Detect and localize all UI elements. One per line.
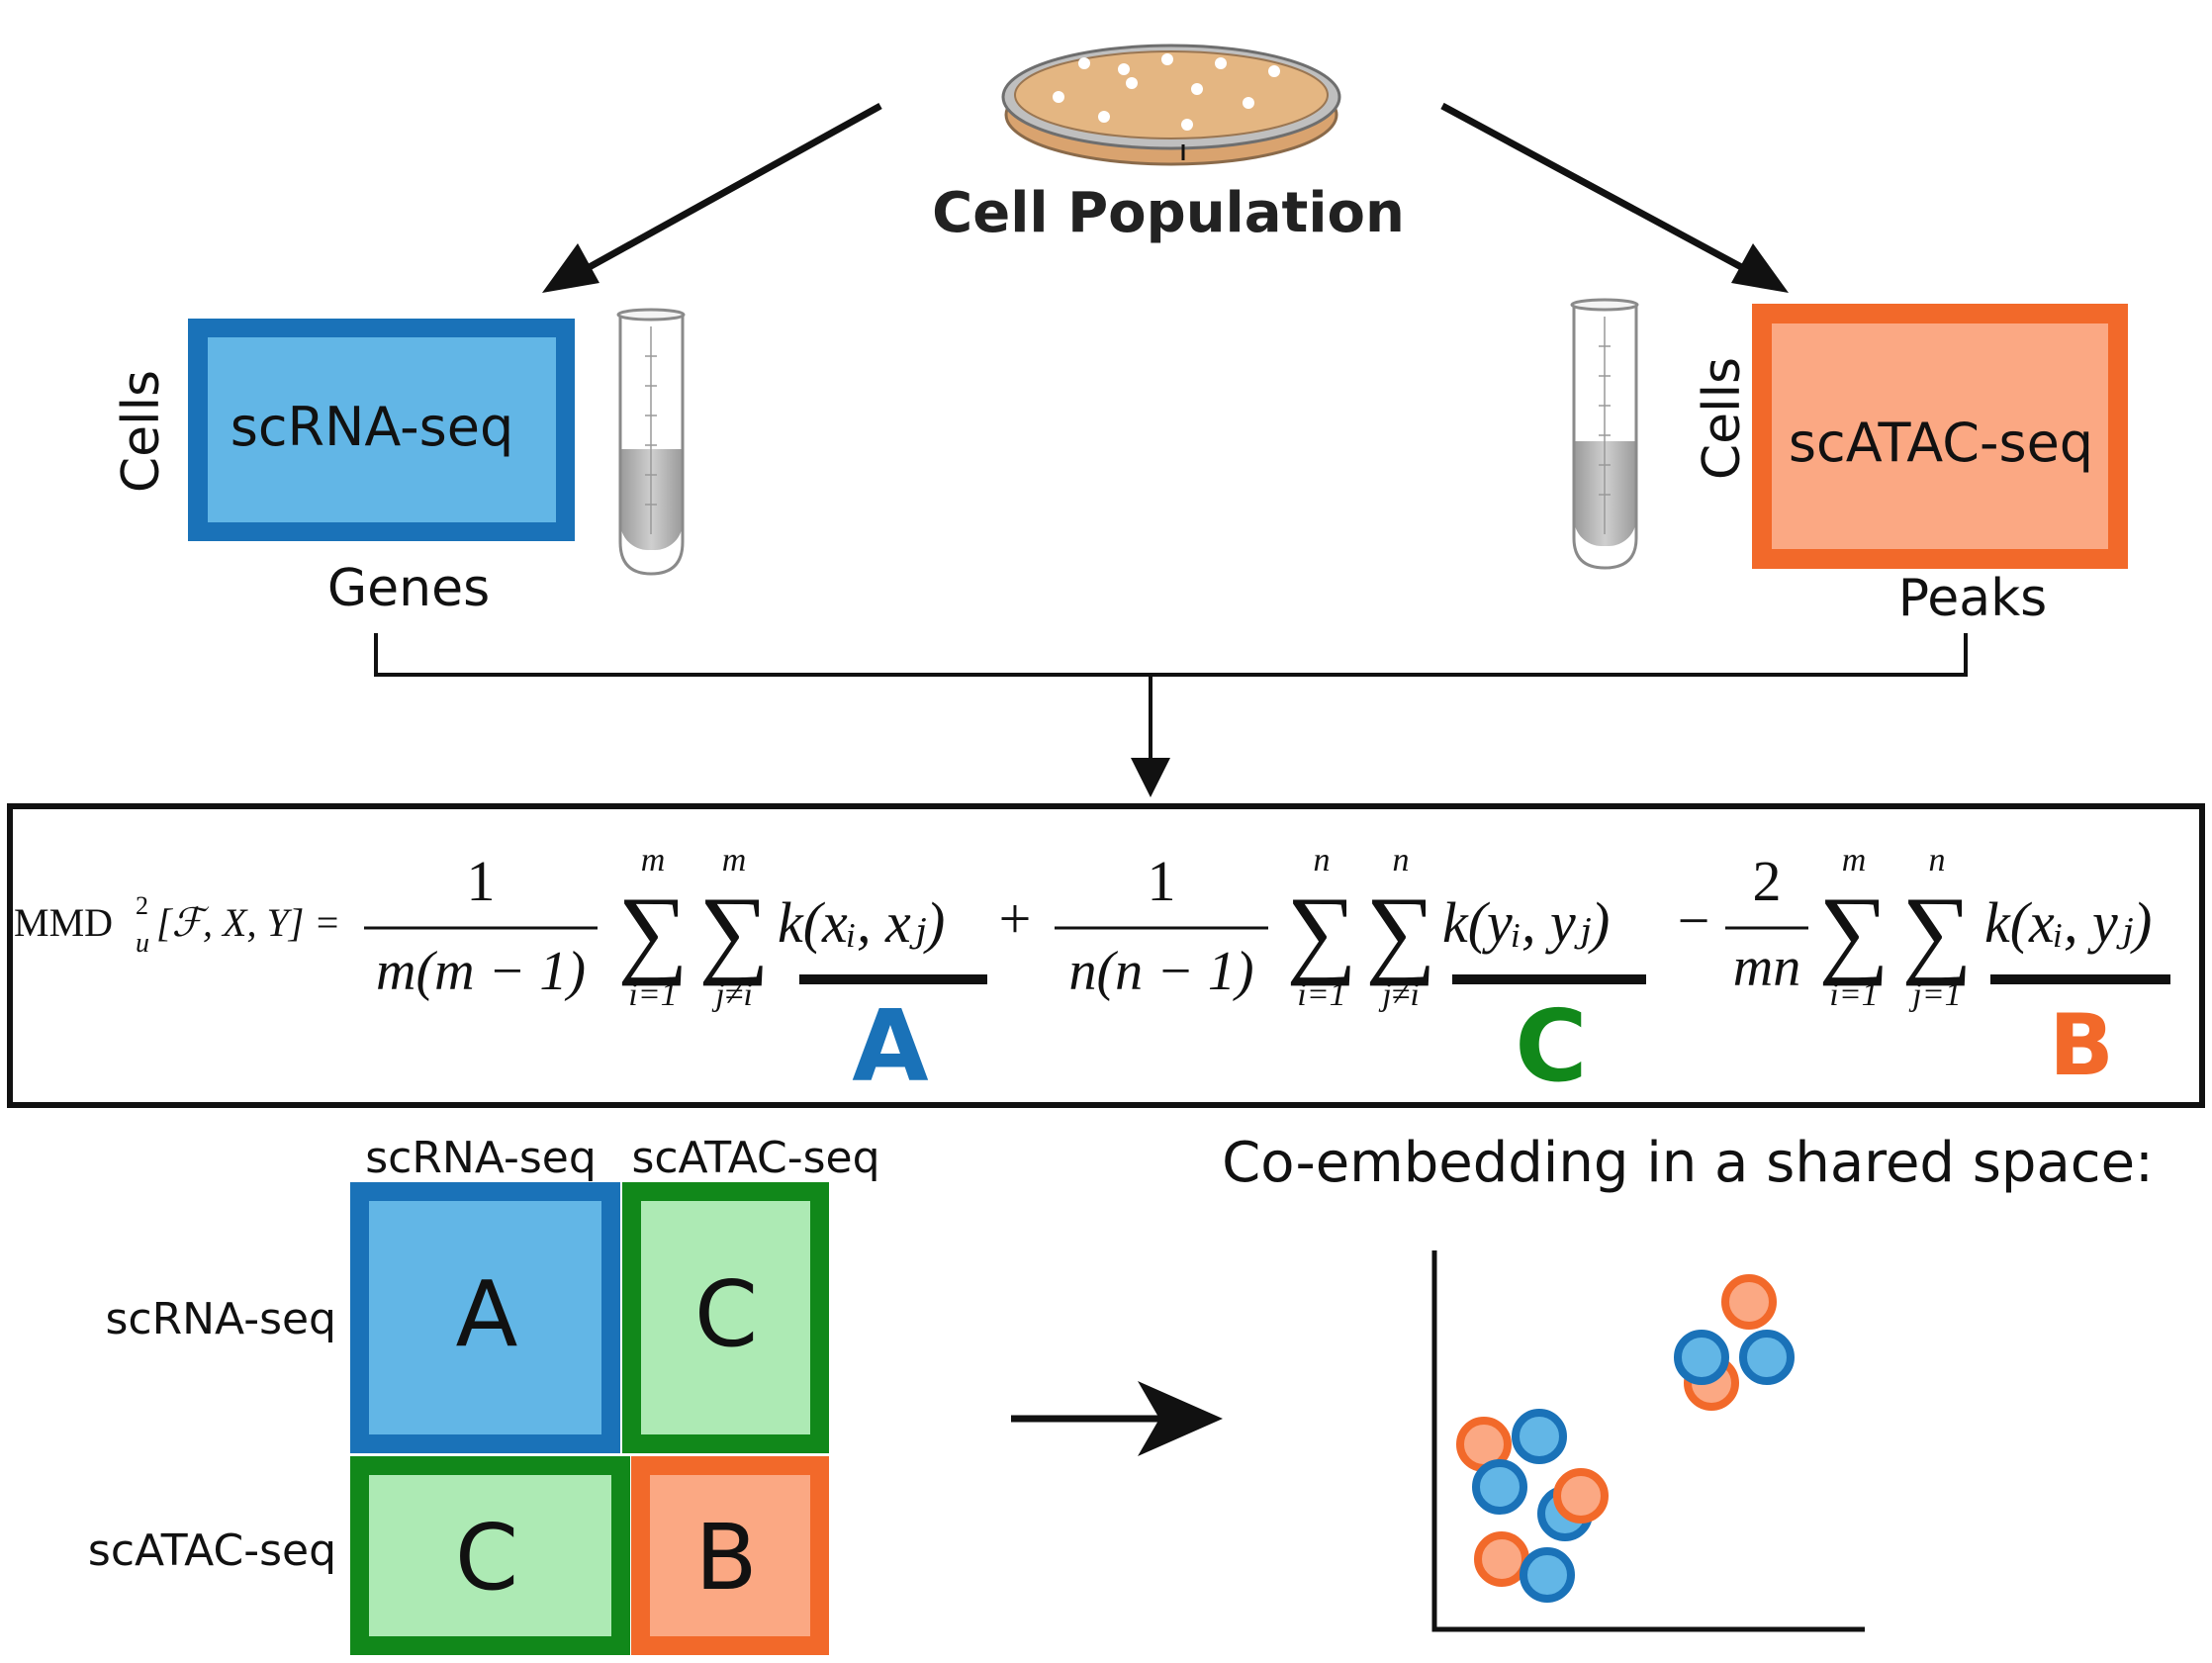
term1-label: A — [852, 988, 928, 1104]
rna-cell-marker — [1674, 1330, 1729, 1385]
embedding-plot — [1431, 1250, 1865, 1632]
term2-underline — [1452, 974, 1646, 984]
term3-sum1-sigma: ∑ — [1818, 877, 1889, 986]
term1-underline — [799, 974, 987, 984]
term1-sum2-sigma: ∑ — [698, 877, 769, 986]
formula-box — [7, 803, 2205, 1108]
term2-sum1-lower: i=1 — [1297, 976, 1345, 1013]
formula-lhs-sub: u — [136, 928, 149, 959]
atac-peaks-axis-label: Peaks — [1898, 569, 2048, 628]
term1-sum1-sigma: ∑ — [617, 877, 688, 986]
block-b-label: B — [694, 1505, 757, 1611]
formula-lhs: MMD — [14, 900, 113, 945]
mmd-formula: MMD 2 u [ℱ, X, Y] = 1 m(m − 1) m ∑ i=1 m… — [14, 842, 2170, 1013]
matrix-row-header-atac: scATAC-seq — [88, 1525, 336, 1576]
term1-sum1-lower: i=1 — [628, 976, 677, 1013]
atac-cell-marker — [1474, 1531, 1529, 1587]
term3-numerator: 2 — [1753, 849, 1782, 913]
rna-cell-marker — [1472, 1459, 1527, 1515]
formula-minus: − — [1678, 888, 1710, 953]
rna-cells-axis-label: Cells — [112, 370, 171, 493]
block-kernel-matrix — [350, 1182, 829, 1655]
term3-sum1-upper: m — [1842, 842, 1867, 878]
atac-cell-marker — [1721, 1274, 1777, 1330]
term2-sum2-sigma: ∑ — [1365, 877, 1435, 986]
block-c-top-label: C — [694, 1261, 758, 1367]
merge-connector — [374, 633, 1968, 772]
term3-denominator: mn — [1733, 937, 1800, 998]
term3-underline — [1990, 974, 2170, 984]
block-c-bottom-label: C — [455, 1505, 518, 1611]
term2-sum1-upper: n — [1314, 842, 1331, 878]
matrix-row-header-rna: scRNA-seq — [105, 1294, 336, 1344]
term3-sum2-upper: n — [1929, 842, 1946, 878]
rna-genes-axis-label: Genes — [327, 559, 490, 618]
formula-lhs-args: [ℱ, X, Y] = — [156, 900, 340, 945]
rna-box-title: scRNA-seq — [230, 396, 514, 458]
rna-cell-marker — [1520, 1547, 1575, 1603]
embedding-axes — [1431, 1250, 1865, 1632]
rna-cell-marker — [1739, 1330, 1795, 1385]
block-b — [631, 1456, 829, 1655]
term1-kernel: k(xᵢ, xⱼ) — [778, 890, 945, 955]
term1-sum2-lower: j≠i — [711, 976, 753, 1013]
petri-dish-icon — [1001, 44, 1341, 166]
term1-sum1-upper: m — [641, 842, 666, 878]
term3-kernel: k(xᵢ, yⱼ) — [1984, 890, 2152, 955]
term1-sum2-upper: m — [722, 842, 747, 878]
term2-kernel: k(yᵢ, yⱼ) — [1442, 890, 1610, 955]
rna-matrix-box — [188, 319, 575, 541]
formula-lhs-sup: 2 — [136, 891, 148, 920]
matrix-col-header-rna: scRNA-seq — [365, 1133, 597, 1183]
merge-arrowhead — [1131, 758, 1170, 797]
term1-numerator: 1 — [467, 849, 496, 913]
term2-label: C — [1515, 988, 1587, 1104]
term2-sum2-upper: n — [1393, 842, 1410, 878]
atac-cell-marker — [1553, 1468, 1609, 1524]
term3-label: B — [2049, 996, 2114, 1095]
arrow-to-rna — [542, 102, 882, 293]
term3-sum2-lower: j=1 — [1908, 976, 1961, 1013]
embedding-title: Co-embedding in a shared space: — [1222, 1131, 2154, 1195]
term1-denominator: m(m − 1) — [376, 941, 586, 1002]
block-a-label: A — [456, 1261, 518, 1367]
atac-cells-axis-label: Cells — [1693, 357, 1752, 480]
arrow-to-embedding — [1011, 1381, 1223, 1456]
block-c-top — [622, 1182, 829, 1453]
atac-matrix-box — [1752, 304, 2128, 569]
term2-sum2-lower: j≠i — [1378, 976, 1420, 1013]
block-c-bottom — [350, 1456, 630, 1655]
term2-sum1-sigma: ∑ — [1286, 877, 1356, 986]
formula-plus: + — [999, 886, 1032, 951]
term3-sum1-lower: i=1 — [1829, 976, 1878, 1013]
rna-cell-marker — [1512, 1409, 1567, 1464]
term3-sum2-sigma: ∑ — [1901, 877, 1972, 986]
block-a — [350, 1182, 620, 1453]
test-tube-icon — [1570, 298, 1639, 570]
test-tube-icon — [616, 308, 686, 576]
arrow-to-atac — [1440, 102, 1789, 293]
matrix-col-header-atac: scATAC-seq — [631, 1133, 879, 1183]
atac-box-title: scATAC-seq — [1789, 412, 2093, 474]
cell-population-label: Cell Population — [932, 181, 1405, 245]
term2-denominator: n(n − 1) — [1068, 941, 1253, 1002]
term2-numerator: 1 — [1148, 849, 1176, 913]
